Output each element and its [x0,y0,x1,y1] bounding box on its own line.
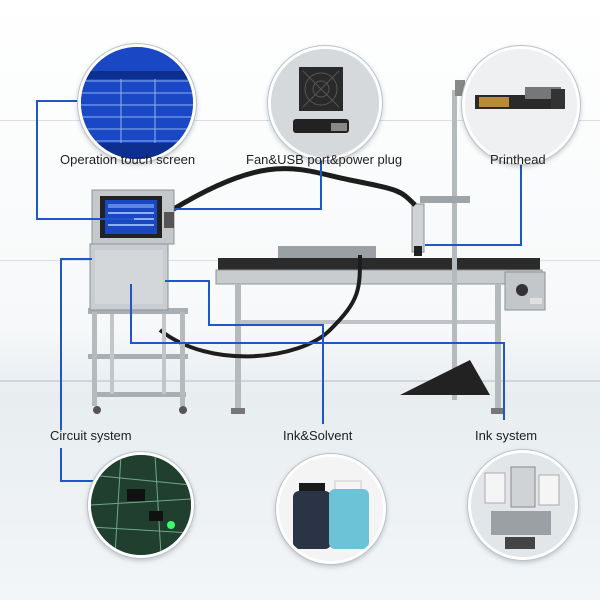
touch-screen-closeup-icon [81,47,193,159]
label-operation-touch-screen: Operation touch screen [60,152,196,167]
callout-line-screen [36,100,38,220]
conveyor [215,246,546,414]
callout-line-circuit [60,258,62,430]
touch-screen-closeup [78,44,196,162]
callout-line-circuit [60,480,94,482]
callout-line-screen [36,218,134,220]
label-fan-usb-power: Fan&USB port&power plug [246,152,403,167]
circuit-board-closeup [88,452,194,558]
fan-icon [271,49,379,157]
printer-cabinet [89,189,175,311]
label-ink-solvent: Ink&Solvent [283,428,353,443]
callout-line-fan [320,140,322,210]
ink-bottles-icon [279,457,383,561]
callout-line-ink-system [130,284,132,344]
callout-line-ink-system [503,342,505,420]
printhead-icon [465,49,577,161]
printer-cart [88,308,188,414]
callout-line-ink-solvent [322,324,324,424]
callout-line-printhead [520,150,522,246]
callout-line-ink-solvent [165,280,210,282]
callout-line-fan [175,208,322,210]
callout-line-circuit [60,258,92,260]
ink-module-icon [471,453,575,557]
callout-line-ink-system [130,342,505,344]
ink-module-closeup [468,450,578,560]
fan-closeup [268,46,382,160]
callout-line-ink-solvent [208,280,210,326]
ink-bottles-closeup [276,454,386,564]
label-printhead: Printhead [490,152,546,167]
circuit-board-icon [91,455,191,555]
label-ink-system: Ink system [475,428,538,443]
callout-line-printhead [425,244,522,246]
callout-line-screen [36,100,86,102]
callout-line-circuit [60,448,62,482]
floor-baseline [0,380,600,382]
label-circuit-system: Circuit system [50,428,132,443]
printhead-closeup [462,46,580,164]
callout-line-ink-solvent [208,324,324,326]
